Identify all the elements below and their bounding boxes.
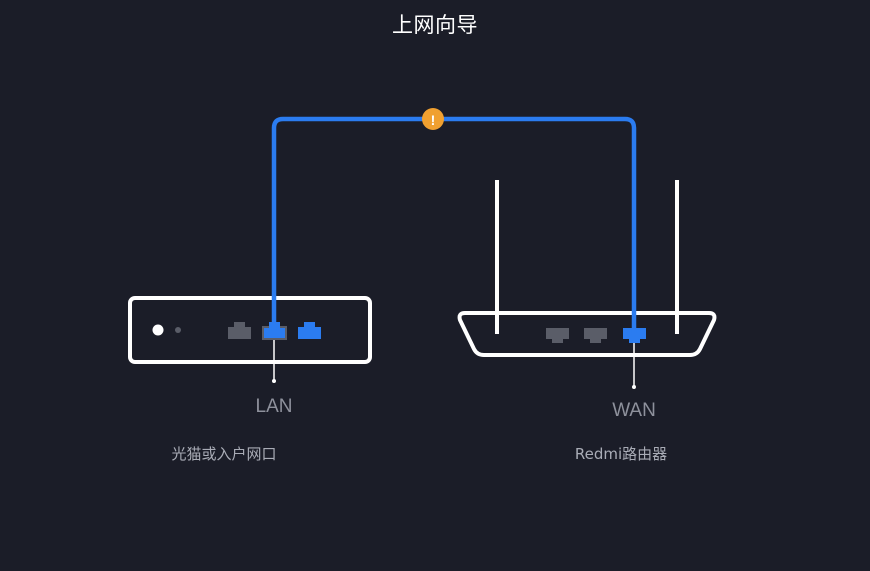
router-lan-port-1-icon [546,328,569,343]
router-body [457,311,717,357]
modem-body [128,296,372,364]
router-name-label: Redmi路由器 [574,445,668,463]
router-device [457,180,717,389]
wan-pointer-dot [632,385,636,389]
modem-ethernet-port-icon [228,322,251,339]
modem-active-port-icon [298,322,321,339]
network-cable [271,116,637,333]
modem-name-label: 光猫或入户网口 [171,445,277,463]
lan-pointer-dot [272,379,276,383]
modem-device [128,296,372,383]
modem-power-light-icon [152,324,164,336]
warning-icon[interactable]: ! [422,108,444,130]
router-port-label: WAN [612,400,656,421]
router-wan-port-icon [623,328,646,343]
router-lan-port-2-icon [584,328,607,343]
modem-status-light-icon [175,327,181,333]
page-title: 上网向导 [392,13,478,37]
warning-glyph: ! [431,112,436,128]
modem-port-label: LAN [255,396,293,417]
